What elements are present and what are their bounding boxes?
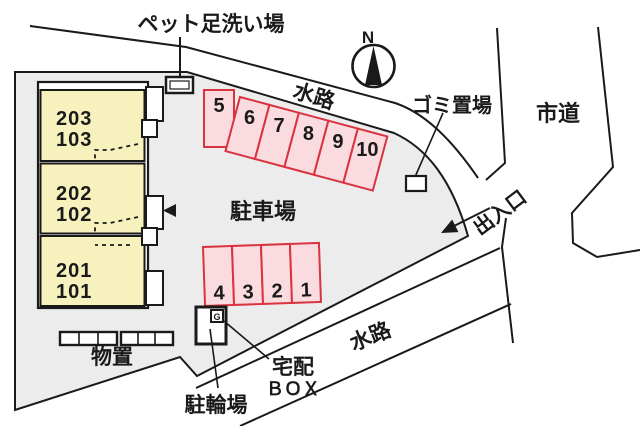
room-202-label: 202 [56, 183, 92, 205]
left-arrow-icon [163, 204, 176, 217]
room-103-label: 103 [56, 129, 92, 151]
waterway-top-outer-line [29, 25, 479, 179]
room-102-label: 102 [56, 204, 92, 226]
garbage-box [404, 174, 428, 193]
parking-space-5-label: 5 [213, 95, 224, 117]
delivery-box-label-line2: ＢＯＸ [266, 379, 320, 399]
waterway-bottom-upper-line [195, 247, 501, 389]
room-202-102 [39, 162, 146, 235]
parking-space-7-label: 7 [273, 115, 284, 137]
storage-shed-1 [58, 330, 119, 347]
pet-wash-label: ペット足洗い場 [138, 13, 285, 36]
storage-shed-2 [119, 330, 175, 347]
compass-north-label: N [362, 28, 374, 47]
parking-space-10-label: 10 [356, 139, 378, 161]
parking-row-bottom: 4 3 2 1 [201, 241, 323, 307]
bicycle-parking-label: 駐輪場 [185, 393, 248, 417]
room-101-label: 101 [56, 281, 92, 303]
parking-space-2-label: 2 [271, 280, 283, 302]
parking-space-8-label: 8 [303, 123, 314, 145]
road-right-boundary-line [570, 26, 640, 259]
parking-row-top: 6 7 8 9 10 [224, 95, 389, 192]
entry-notch-top [141, 119, 158, 138]
entrance-arrow-icon [441, 219, 459, 233]
room-203-103 [39, 89, 146, 162]
waterway-bottom-lower-line [239, 303, 512, 426]
dashed-path-1 [94, 143, 139, 161]
parking-space-1 [288, 241, 323, 304]
parking-lot-label: 駐車場 [230, 199, 296, 224]
room-201-label: 201 [56, 260, 92, 282]
pet-wash-box-inner [169, 80, 190, 90]
dashed-path-2 [94, 216, 139, 234]
balcony-top [145, 86, 164, 122]
balcony-bottom [145, 270, 164, 306]
parking-space-10 [342, 127, 389, 192]
compass-icon: N [351, 28, 396, 89]
city-road-label: 市道 [536, 101, 580, 126]
storage-sheds [58, 330, 175, 347]
waterway-bottom-label: 水路 [346, 317, 395, 355]
room-201-101 [39, 235, 146, 307]
road-left-boundary-line [485, 27, 507, 181]
delivery-box-mark: G [213, 312, 220, 322]
garbage-area-label: ゴミ置場 [412, 93, 492, 117]
garbage-pointer-line [414, 112, 444, 178]
parking-space-1-label: 1 [300, 279, 312, 301]
parking-space-3-label: 3 [242, 281, 254, 303]
compass-needle-icon [365, 46, 382, 85]
waterway-bottom-end-line [500, 217, 514, 344]
entrance-arrow-line [451, 207, 491, 228]
delivery-box-mark-square [210, 309, 224, 323]
balcony-middle [145, 195, 164, 230]
storage-label: 物置 [91, 345, 133, 369]
delivery-pointer-line [223, 320, 270, 360]
room-203-label: 203 [56, 108, 92, 130]
parking-space-9-label: 9 [332, 131, 343, 153]
bicycle-pointer-line [209, 328, 219, 389]
entry-notch-middle [141, 227, 158, 246]
parking-space-6-label: 6 [244, 107, 255, 129]
delivery-box-label-line1: 宅配 [272, 355, 314, 379]
parking-space-4-label: 4 [213, 282, 226, 304]
